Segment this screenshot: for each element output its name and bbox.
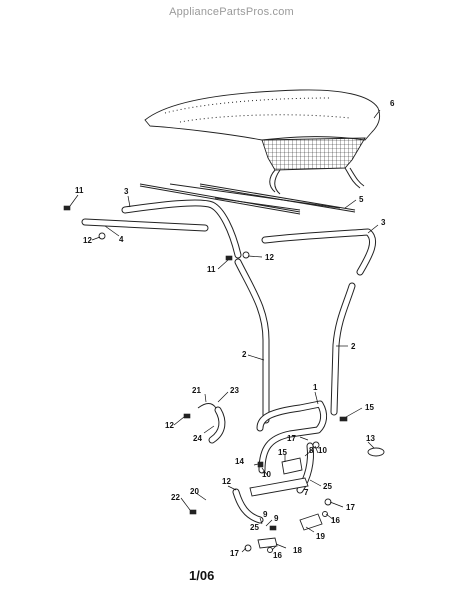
- frame-tubes: [81, 199, 376, 524]
- hardware: [63, 205, 385, 553]
- callout-24: 24: [193, 434, 202, 443]
- callout-numbers: 11 3 12 4 6 5 3 11 12 2 2 1 15 21 23 12 …: [75, 99, 395, 560]
- callout-25-right: 25: [323, 482, 332, 491]
- callout-22: 22: [171, 493, 180, 502]
- support-rods: [139, 183, 356, 215]
- callout-7: 7: [304, 488, 309, 497]
- callout-11-mid: 11: [207, 265, 216, 274]
- callout-5: 5: [359, 195, 364, 204]
- callout-17-right: 17: [346, 503, 355, 512]
- callout-1: 1: [313, 383, 318, 392]
- callout-2-left: 2: [242, 350, 247, 359]
- callout-18: 18: [293, 546, 302, 555]
- callout-16-right: 16: [331, 516, 340, 525]
- callout-14: 14: [235, 457, 244, 466]
- canopy-cover: [144, 89, 381, 195]
- revision-label: 1/06: [189, 568, 215, 583]
- callout-12: 12: [83, 236, 92, 245]
- callout-3: 3: [124, 187, 129, 196]
- callout-15-mid: 15: [278, 448, 287, 457]
- callout-23: 23: [230, 386, 239, 395]
- callout-12-low: 12: [222, 477, 231, 486]
- callout-11: 11: [75, 186, 84, 195]
- callout-21: 21: [192, 386, 201, 395]
- callout-2-right: 2: [351, 342, 356, 351]
- callout-6: 6: [390, 99, 395, 108]
- callout-4: 4: [119, 235, 124, 244]
- callout-17-low: 17: [230, 549, 239, 558]
- callout-3-right: 3: [381, 218, 386, 227]
- callout-13: 13: [366, 434, 375, 443]
- callout-17-top: 17: [287, 434, 296, 443]
- callout-20: 20: [190, 487, 199, 496]
- watermark: AppliancePartsPros.com: [169, 6, 294, 18]
- callout-16-low: 16: [273, 551, 282, 560]
- callout-15-right: 15: [365, 403, 374, 412]
- callout-12-left: 12: [165, 421, 174, 430]
- callout-10-mid: 10: [262, 470, 271, 479]
- callout-10-right: 10: [318, 446, 327, 455]
- callout-8: 8: [309, 446, 314, 455]
- callout-12-mid: 12: [265, 253, 274, 262]
- callout-9-mid: 9: [263, 510, 268, 519]
- callout-9-low: 9: [274, 514, 279, 523]
- leader-lines: [69, 109, 381, 553]
- callout-19: 19: [316, 532, 325, 541]
- callout-25-mid: 25: [250, 523, 259, 532]
